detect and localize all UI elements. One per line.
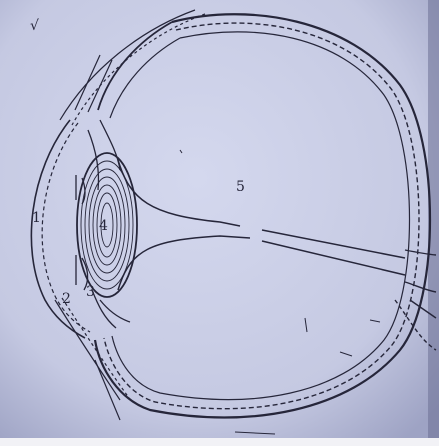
label-2: 2 <box>62 291 71 307</box>
corner-check-mark: √ <box>30 18 39 34</box>
label-4: 4 <box>99 218 108 234</box>
label-3: 3 <box>86 284 95 300</box>
label-1: 1 <box>32 210 41 226</box>
bottom-page-edge <box>0 438 439 446</box>
label-5: 5 <box>236 179 245 195</box>
